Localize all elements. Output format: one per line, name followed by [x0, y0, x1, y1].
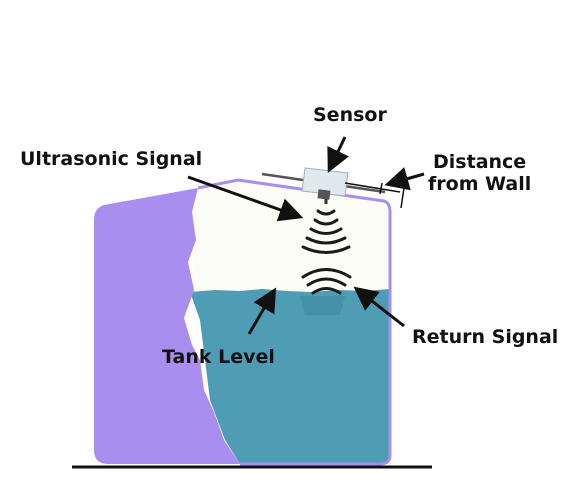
return-signal-label: Return Signal — [412, 326, 559, 348]
return-waves-icon — [301, 268, 352, 295]
tank-outline — [197, 178, 392, 466]
arrow-icon — [327, 136, 350, 173]
arrow-icon — [384, 167, 425, 191]
tank-level-label: Tank Level — [162, 346, 275, 368]
ultrasonic-signal-label: Ultrasonic Signal — [20, 148, 203, 170]
ultrasonic-sensor-icon — [301, 167, 349, 204]
distance-from-wall-label: Distance from Wall — [428, 151, 531, 195]
tank-air-space — [190, 180, 390, 300]
distance-label-line1: Distance — [433, 151, 527, 173]
distance-bracket — [344, 182, 405, 209]
arrow-icon — [187, 175, 304, 222]
water-depth-shading — [300, 296, 345, 315]
distance-label-line2: from Wall — [428, 173, 532, 195]
arrow-icon — [353, 286, 405, 328]
signal-waves-icon — [301, 209, 351, 254]
sensor-label: Sensor — [313, 104, 387, 126]
tank-water — [190, 289, 390, 464]
tank-left-wall — [94, 188, 240, 464]
arrow-icon — [247, 287, 277, 335]
